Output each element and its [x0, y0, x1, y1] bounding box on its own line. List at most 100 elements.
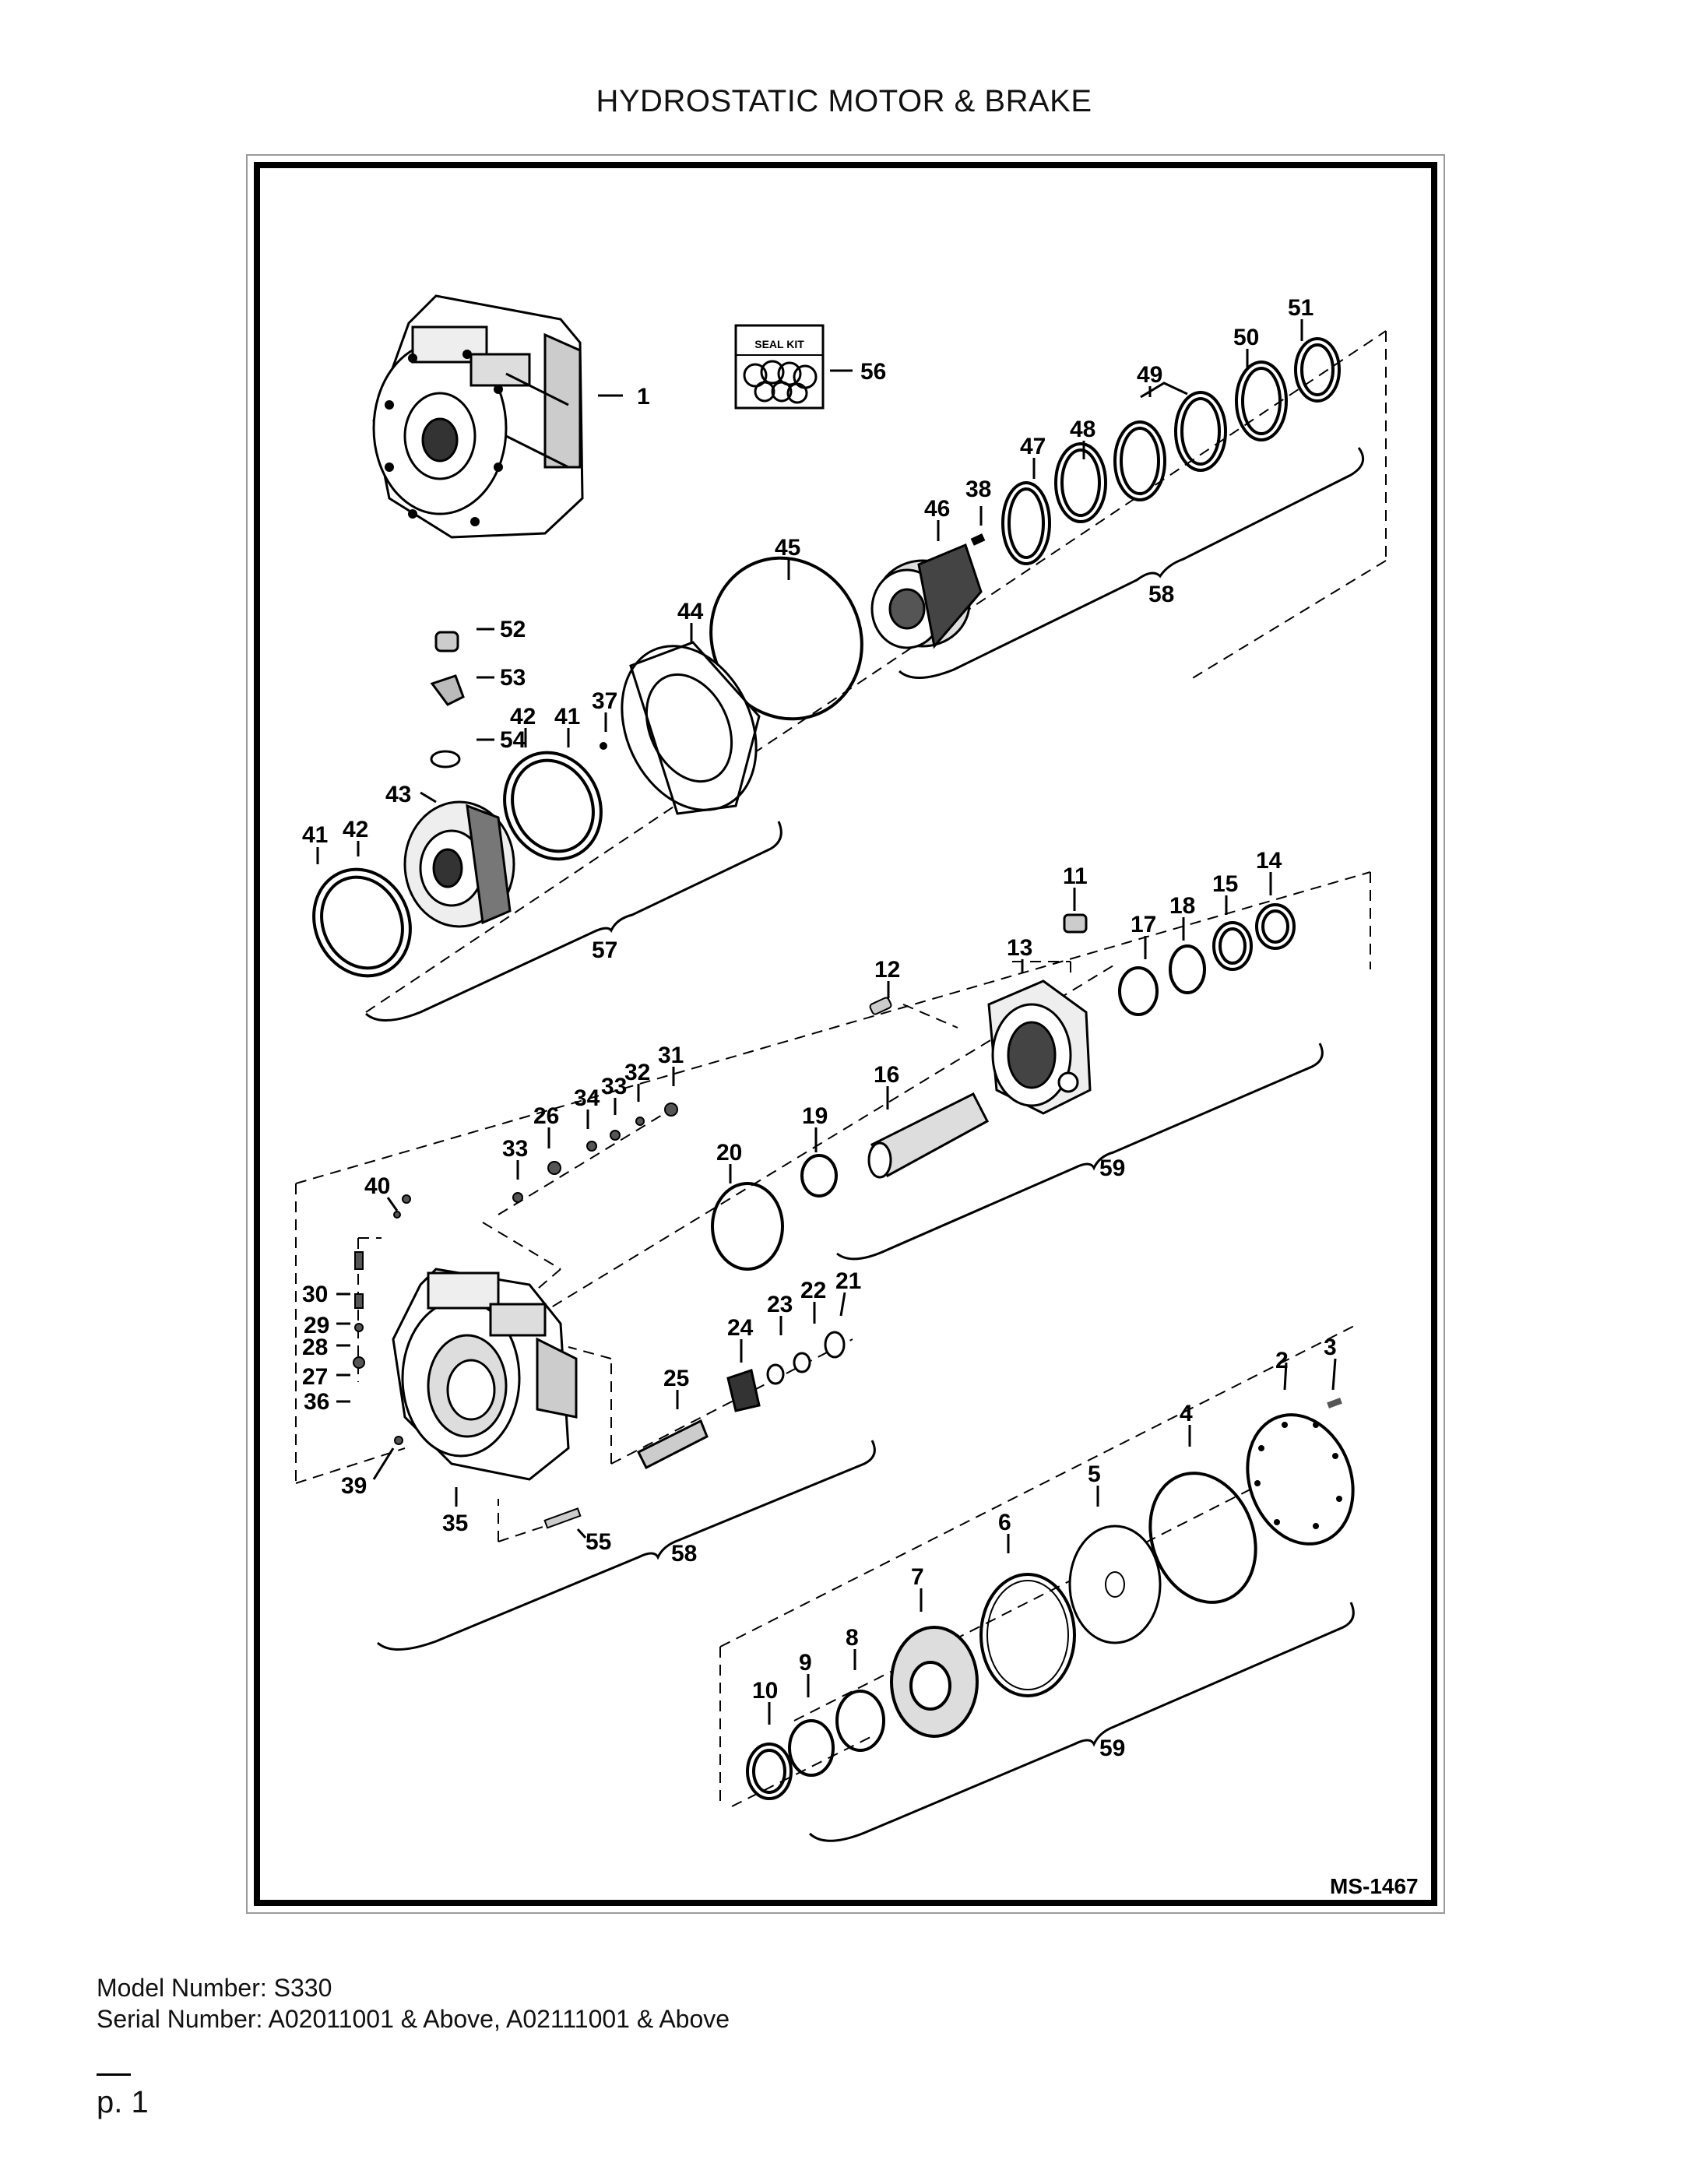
- callout-31: 31: [658, 1043, 684, 1068]
- callout-25: 25: [663, 1366, 689, 1391]
- brake-cover-holes: [1254, 1422, 1342, 1529]
- callout-59-upper: 59: [1099, 1155, 1125, 1181]
- leader-lines: [316, 319, 1337, 1725]
- callout-30: 30: [302, 1282, 328, 1307]
- rotor-part: [870, 543, 983, 649]
- page-number: p. 1: [97, 2085, 149, 2119]
- callout-42-upper: 42: [510, 704, 536, 730]
- valve-parts-21-25: [636, 1331, 846, 1470]
- callout-41-upper: 41: [554, 704, 580, 730]
- cam-ring-part: [621, 641, 761, 815]
- callout-10: 10: [752, 1678, 778, 1704]
- callout-6: 6: [998, 1510, 1011, 1535]
- diagram-frame: [254, 162, 1437, 1906]
- callout-14: 14: [1256, 848, 1282, 874]
- callout-33-upper: 33: [601, 1074, 627, 1099]
- callout-15: 15: [1212, 871, 1238, 897]
- callout-46: 46: [924, 496, 950, 522]
- callout-39: 39: [341, 1473, 367, 1499]
- callout-28: 28: [302, 1335, 328, 1360]
- callout-35: 35: [442, 1511, 468, 1536]
- callout-54: 54: [500, 727, 526, 753]
- page-title: HYDROSTATIC MOTOR & BRAKE: [596, 84, 1092, 118]
- callout-32: 32: [624, 1060, 650, 1085]
- callout-9: 9: [799, 1650, 812, 1676]
- dashed-axis-lines: [295, 330, 1387, 1807]
- callout-5: 5: [1088, 1461, 1101, 1487]
- screw-3: [1327, 1398, 1342, 1409]
- callout-50: 50: [1233, 325, 1259, 350]
- callout-7: 7: [911, 1564, 924, 1590]
- pin-38: [970, 533, 986, 546]
- serial-number: Serial Number: A02011001 & Above, A02111…: [97, 2005, 730, 2033]
- callout-48: 48: [1070, 417, 1095, 442]
- group-braces: [364, 382, 1365, 1842]
- callout-18: 18: [1169, 893, 1195, 919]
- callout-36: 36: [304, 1389, 329, 1415]
- callout-37: 37: [592, 688, 617, 714]
- callout-33-lower: 33: [502, 1136, 528, 1162]
- callout-19: 19: [802, 1103, 828, 1129]
- callout-1: 1: [637, 384, 650, 410]
- callout-26: 26: [533, 1103, 559, 1129]
- callout-58-lower: 58: [671, 1541, 697, 1567]
- callout-53: 53: [500, 665, 526, 691]
- callout-49: 49: [1137, 362, 1162, 388]
- callout-16: 16: [874, 1062, 899, 1088]
- callout-56: 56: [860, 359, 886, 385]
- callout-3: 3: [1324, 1335, 1337, 1360]
- page-rule: [97, 2073, 131, 2076]
- callout-29: 29: [304, 1313, 329, 1338]
- callout-38: 38: [965, 477, 991, 502]
- callout-55: 55: [586, 1529, 611, 1555]
- callout-57: 57: [592, 937, 617, 963]
- callout-27: 27: [302, 1364, 328, 1390]
- callout-42-lower: 42: [343, 817, 368, 842]
- screw-37: [600, 742, 607, 750]
- callout-47: 47: [1020, 434, 1046, 459]
- pin-12: [869, 997, 892, 1015]
- callout-12: 12: [874, 957, 900, 983]
- callout-21: 21: [835, 1268, 861, 1294]
- callout-13: 13: [1007, 935, 1032, 961]
- callout-22: 22: [800, 1278, 826, 1303]
- brake-parts-2-10: [746, 1413, 1355, 1800]
- callout-59-lower: 59: [1099, 1736, 1125, 1761]
- callout-43: 43: [385, 782, 411, 807]
- callout-34: 34: [574, 1085, 600, 1111]
- callout-40: 40: [364, 1173, 390, 1199]
- callout-17: 17: [1131, 912, 1156, 937]
- seal-rings-group: [1001, 337, 1341, 565]
- piston-part-43: [403, 800, 515, 928]
- callout-51: 51: [1288, 295, 1313, 321]
- callout-45: 45: [775, 535, 800, 561]
- small-items-27-40: [353, 1194, 411, 1445]
- drawing-id: MS-1467: [1330, 1874, 1419, 1898]
- fittings-52-53-54: [430, 631, 465, 768]
- motor-housing-35: [392, 1268, 578, 1481]
- bearing-19: [800, 1154, 838, 1198]
- callout-52: 52: [500, 617, 526, 642]
- seal-parts-26-34: [512, 1103, 678, 1203]
- callout-labels: 1 2 3 4 5 6 7 8 9 10 11 12 13 14 15 16 1…: [302, 295, 1337, 1761]
- callout-2: 2: [1275, 1348, 1289, 1373]
- callout-23: 23: [767, 1292, 793, 1317]
- callout-20: 20: [716, 1140, 742, 1166]
- callout-11: 11: [1063, 863, 1088, 889]
- callout-58-upper: 58: [1148, 582, 1174, 607]
- pin-55: [543, 1507, 582, 1529]
- seal-kit-box: SEAL KIT: [734, 324, 825, 410]
- bolt-11: [1063, 913, 1088, 934]
- seal-kit-label: SEAL KIT: [754, 338, 804, 350]
- callout-24: 24: [727, 1315, 754, 1341]
- rings-41-42-lower: [312, 867, 412, 978]
- diagram-outer-frame: [246, 154, 1445, 1914]
- o-ring-20: [711, 1182, 784, 1271]
- callout-4: 4: [1180, 1401, 1193, 1426]
- callout-8: 8: [846, 1625, 859, 1651]
- bearing-housing-13: [987, 979, 1092, 1115]
- callout-44: 44: [677, 599, 704, 624]
- motor-assembly-part: [372, 294, 584, 539]
- small-rings-14-18: [1118, 903, 1296, 1016]
